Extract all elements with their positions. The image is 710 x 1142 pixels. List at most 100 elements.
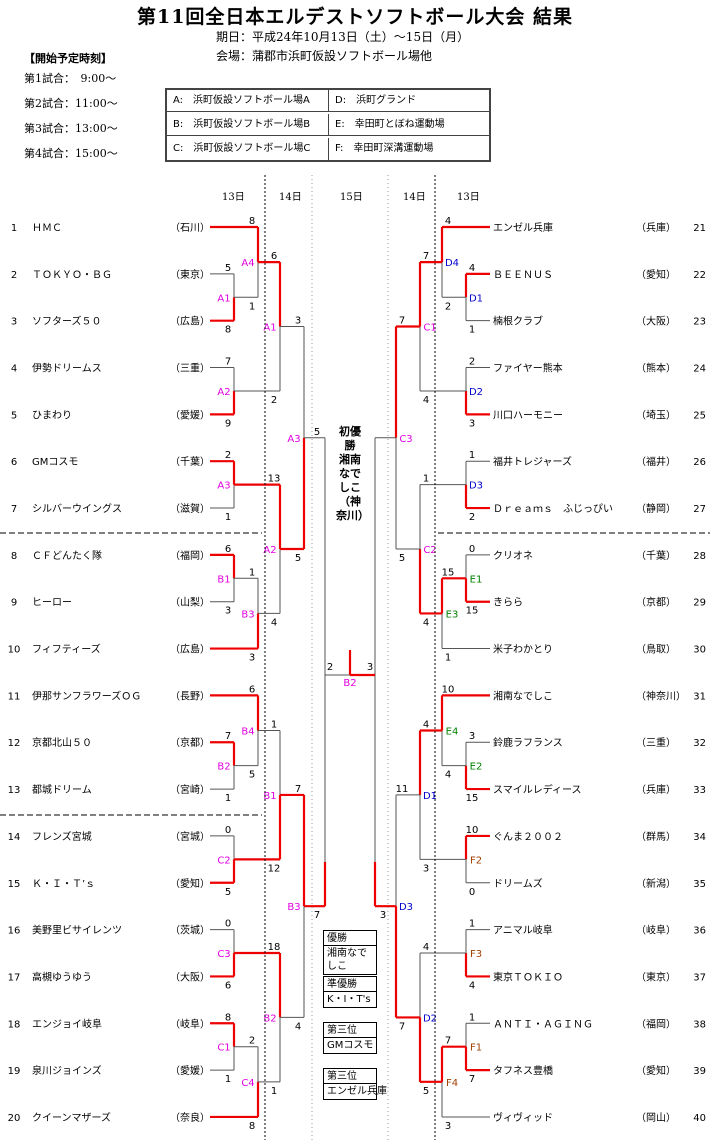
score-label: 3 [295, 316, 301, 327]
team-prefecture: （東京） [636, 970, 676, 983]
venue-a: A: 浜町仮設ソフトボール場A [167, 90, 329, 112]
match-code: E4 [446, 727, 459, 738]
score-label: 7 [423, 251, 429, 262]
score-label: 4 [295, 1021, 301, 1032]
score-label: 2 [225, 450, 231, 461]
schedule-item: 第4試合：15:00～ [24, 147, 118, 160]
event-dates: 期日：平成24年10月13日（土）～15日（月） [216, 30, 470, 44]
match-code: B3 [287, 902, 300, 913]
match-code: C2 [217, 855, 230, 866]
score-label: 2 [327, 662, 333, 673]
match-code: D2 [423, 1013, 437, 1024]
team-prefecture: （新潟） [636, 877, 676, 890]
team-name: 福井トレジャーズ [493, 455, 572, 468]
score-label: 4 [423, 942, 429, 953]
day-label: 13日 [222, 192, 245, 203]
team-prefecture: （広島） [170, 643, 210, 656]
team-number: 13 [8, 785, 21, 796]
venue-d: D: 浜町グランド [329, 90, 489, 112]
team-prefecture: （宮城） [170, 830, 210, 843]
team-number: 34 [693, 832, 706, 843]
third-name: エンゼル兵庫 [327, 1086, 387, 1097]
score-label: 1 [225, 1074, 231, 1085]
score-label: 1 [225, 512, 231, 523]
score-label: 8 [225, 1012, 231, 1023]
score-label: 3 [249, 653, 255, 664]
match-code: D4 [445, 258, 459, 269]
match-code: A2 [217, 387, 230, 398]
score-label: 5 [225, 263, 231, 274]
score-label: 3 [225, 606, 231, 617]
team-name: ＡＮＴＩ・ＡＧＩＮＧ [493, 1019, 593, 1030]
team-number: 19 [8, 1066, 21, 1077]
match-code: B2 [263, 1013, 276, 1024]
score-label: 3 [423, 863, 429, 874]
score-label: 2 [271, 395, 277, 406]
team-number: 33 [693, 785, 706, 796]
venue-c: C: 浜町仮設ソフトボール場C [167, 138, 329, 160]
score-label: 1 [249, 567, 255, 578]
team-name: クイーンマザーズ [32, 1111, 111, 1124]
match-code: B4 [241, 727, 254, 738]
score-label: 8 [249, 216, 255, 227]
match-code: D3 [469, 481, 483, 492]
team-name: 伊那サンフラワーズＯＧ [32, 689, 141, 702]
score-label: 1 [271, 1086, 277, 1097]
team-name: 京都北山５０ [32, 736, 92, 749]
team-number: 3 [11, 317, 17, 328]
team-number: 37 [693, 972, 706, 983]
match-code: E1 [470, 574, 483, 585]
score-label: 0 [225, 825, 231, 836]
match-code: E2 [470, 762, 483, 773]
team-number: 8 [11, 551, 17, 562]
team-name: 米子わかとり [493, 643, 553, 656]
score-label: 7 [445, 1036, 451, 1047]
match-code: C3 [399, 434, 412, 445]
score-label: 2 [469, 512, 475, 523]
team-number: 18 [8, 1019, 21, 1030]
match-code: A2 [263, 545, 276, 556]
team-prefecture: （滋賀） [170, 502, 210, 515]
team-prefecture: （長野） [170, 690, 210, 702]
team-number: 20 [8, 1113, 21, 1124]
runnerup-box: 準優勝 K・I・T's [323, 976, 377, 1008]
score-label: 6 [271, 251, 277, 262]
team-name: フィフティーズ [32, 643, 101, 656]
runnerup-name: K・I・T's [327, 994, 371, 1005]
team-number: 35 [693, 879, 706, 890]
score-label: 4 [423, 720, 429, 731]
team-prefecture: （神奈川） [636, 689, 686, 702]
team-prefecture: （兵庫） [636, 221, 676, 234]
team-name: ＣＦどんたく隊 [32, 549, 102, 562]
team-name: 楠根クラブ [493, 315, 543, 328]
score-label: 9 [225, 418, 231, 429]
team-number: 31 [693, 691, 706, 702]
team-number: 6 [11, 457, 17, 468]
team-number: 39 [693, 1066, 706, 1077]
score-label: 1 [469, 325, 475, 336]
team-number: 38 [693, 1019, 706, 1030]
team-name: 川口ハーモニー [493, 410, 563, 421]
day-label: 14日 [403, 192, 426, 203]
runnerup-label: 準優勝 [324, 978, 376, 992]
team-prefecture: （千葉） [170, 455, 210, 468]
third-box: 第三位 GMコスモ [323, 1022, 377, 1054]
score-label: 3 [469, 418, 475, 429]
team-number: 23 [693, 317, 706, 328]
match-code: B3 [241, 609, 254, 620]
match-code: D2 [469, 387, 483, 398]
team-name: エンジョイ岐阜 [32, 1017, 102, 1030]
team-name: シルバーウイングス [32, 502, 122, 515]
team-prefecture: （奈良） [170, 1111, 210, 1124]
match-code: D3 [399, 902, 413, 913]
team-name: ファイヤー熊本 [493, 362, 563, 375]
score-label: 2 [469, 357, 475, 368]
team-prefecture: （兵庫） [636, 783, 676, 796]
team-name: ヴィヴィッド [493, 1111, 553, 1124]
score-label: 7 [295, 784, 301, 795]
team-prefecture: （京都） [636, 596, 676, 609]
team-number: 16 [8, 926, 21, 937]
score-label: 5 [249, 770, 255, 781]
score-label: 5 [423, 1086, 429, 1097]
